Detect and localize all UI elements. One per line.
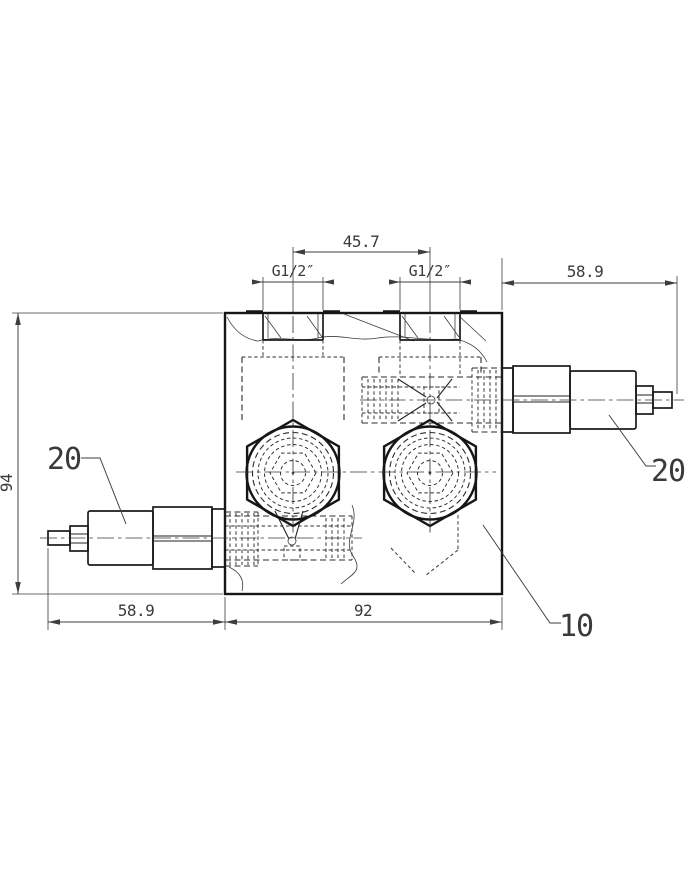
hidden-cavity-left bbox=[225, 510, 353, 567]
dim-thread-right: G1/2″ bbox=[389, 262, 471, 310]
callout-block: 10 bbox=[482, 524, 594, 644]
hidden-drilling-bottom bbox=[390, 515, 459, 577]
dim-left-valve-length: 58.9 bbox=[47, 548, 226, 630]
relief-valve-right bbox=[501, 365, 673, 434]
callout-right-valve: 20 bbox=[608, 414, 686, 489]
dim-right-valve-length: 58.9 bbox=[501, 258, 678, 394]
dim-text-thread-right: G1/2″ bbox=[409, 262, 452, 280]
dim-block-height: 94 bbox=[0, 312, 223, 595]
dim-text-thread-left: G1/2″ bbox=[272, 262, 315, 280]
dim-port-spacing: 45.7 bbox=[292, 232, 431, 312]
dim-thread-left: G1/2″ bbox=[252, 262, 334, 310]
port-right bbox=[378, 310, 482, 377]
callout-text-right-valve: 20 bbox=[651, 454, 685, 489]
dim-block-width: 92 bbox=[225, 597, 503, 630]
port-left bbox=[241, 310, 345, 420]
dim-text-block-height: 94 bbox=[0, 474, 16, 492]
dim-text-port-spacing: 45.7 bbox=[343, 232, 380, 251]
dim-text-block-width: 92 bbox=[354, 601, 372, 620]
centerlines bbox=[40, 316, 684, 539]
callout-text-left-valve: 20 bbox=[47, 442, 81, 477]
dim-text-left-valve: 58.9 bbox=[118, 601, 155, 620]
dim-text-right-valve: 58.9 bbox=[567, 262, 604, 281]
callout-text-block: 10 bbox=[559, 609, 593, 644]
callout-left-valve: 20 bbox=[47, 442, 127, 525]
